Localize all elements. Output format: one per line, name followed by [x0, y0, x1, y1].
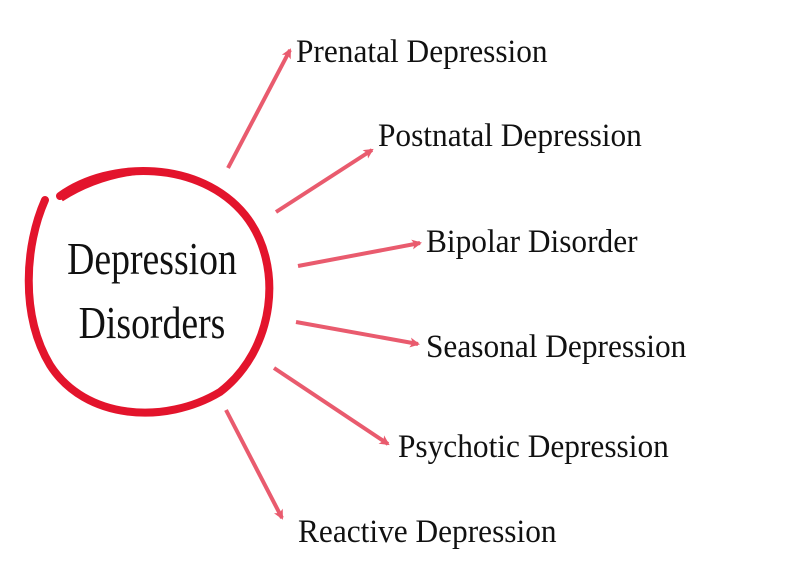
arrow-prenatal — [226, 48, 292, 169]
center-title-line1: Depression — [67, 233, 237, 284]
arrow-seasonal — [295, 320, 420, 348]
arrow-bipolar — [297, 239, 422, 268]
branch-label-bipolar: Bipolar Disorder — [426, 224, 638, 260]
branch-label-psychotic: Psychotic Depression — [398, 429, 669, 465]
center-circle — [24, 167, 274, 417]
branch-label-postnatal: Postnatal Depression — [378, 118, 642, 154]
center-title-line2: Disorders — [78, 297, 226, 348]
arrow-psychotic — [272, 366, 390, 446]
branch-label-reactive: Reactive Depression — [298, 514, 557, 550]
branch-label-prenatal: Prenatal Depression — [296, 34, 548, 70]
arrow-postnatal — [274, 148, 374, 214]
circle-stroke-tail — [61, 170, 151, 202]
branch-label-seasonal: Seasonal Depression — [426, 329, 687, 365]
arrow-reactive — [224, 409, 284, 520]
